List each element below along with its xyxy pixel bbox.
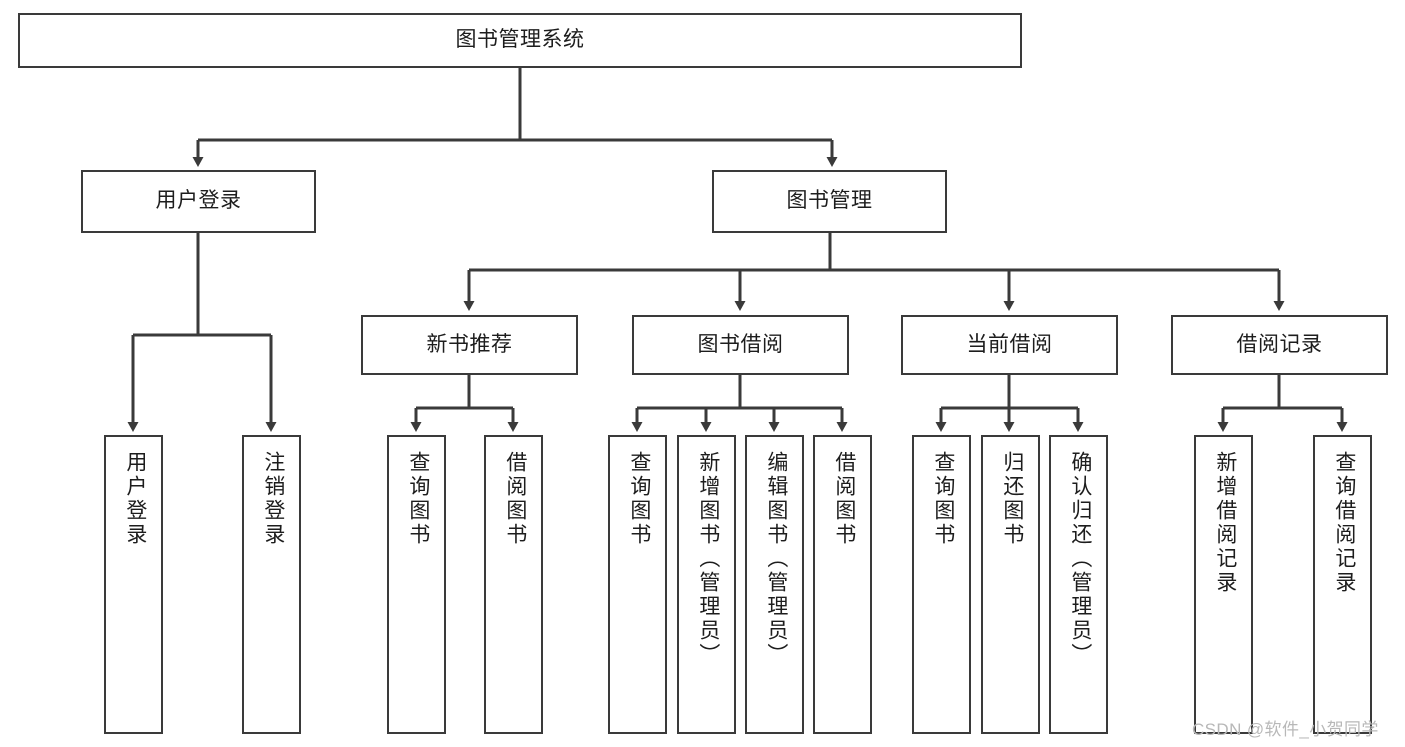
node-label: 新增借阅记录 (1213, 451, 1237, 595)
node-user-login[interactable]: 用户登录 (81, 170, 316, 233)
node-label: 借阅图书 (503, 451, 527, 547)
node-label: 查询图书 (406, 451, 430, 547)
node-current-borrow[interactable]: 当前借阅 (901, 315, 1118, 375)
leaf-current-borrow-query-book[interactable]: 查询图书 (912, 435, 971, 734)
node-label: 借阅记录 (1236, 332, 1323, 356)
leaf-book-borrow-borrow-book[interactable]: 借阅图书 (813, 435, 872, 734)
leaf-borrow-record-add-record[interactable]: 新增借阅记录 (1194, 435, 1253, 734)
node-label: 用户登录 (155, 189, 242, 213)
node-label: 新增图书（管理员） (696, 451, 720, 667)
node-new-book-recommend[interactable]: 新书推荐 (361, 315, 578, 375)
node-label: 图书管理系统 (455, 28, 585, 52)
node-label: 新书推荐 (426, 332, 513, 356)
node-label: 注销登录 (261, 451, 285, 547)
leaf-user-login-logout[interactable]: 注销登录 (242, 435, 301, 734)
leaf-user-login-login[interactable]: 用户登录 (104, 435, 163, 734)
node-root-book-management-system[interactable]: 图书管理系统 (18, 13, 1022, 68)
leaf-borrow-record-query-record[interactable]: 查询借阅记录 (1313, 435, 1372, 734)
node-borrow-record[interactable]: 借阅记录 (1171, 315, 1388, 375)
node-label: 用户登录 (123, 451, 147, 547)
node-book-borrow[interactable]: 图书借阅 (632, 315, 849, 375)
node-label: 图书借阅 (697, 332, 784, 356)
leaf-current-borrow-confirm-return-admin[interactable]: 确认归还（管理员） (1049, 435, 1108, 734)
node-label: 归还图书 (1000, 451, 1024, 547)
leaf-new-book-borrow-book[interactable]: 借阅图书 (484, 435, 543, 734)
leaf-book-borrow-edit-book-admin[interactable]: 编辑图书（管理员） (745, 435, 804, 734)
node-label: 编辑图书（管理员） (764, 451, 788, 667)
leaf-current-borrow-return-book[interactable]: 归还图书 (981, 435, 1040, 734)
leaf-book-borrow-add-book-admin[interactable]: 新增图书（管理员） (677, 435, 736, 734)
node-label: 查询借阅记录 (1332, 451, 1356, 595)
node-label: 查询图书 (931, 451, 955, 547)
node-label: 图书管理 (786, 189, 873, 213)
node-label: 查询图书 (627, 451, 651, 547)
leaf-new-book-query-book[interactable]: 查询图书 (387, 435, 446, 734)
node-book-management[interactable]: 图书管理 (712, 170, 947, 233)
node-label: 当前借阅 (966, 332, 1053, 356)
leaf-book-borrow-query-book[interactable]: 查询图书 (608, 435, 667, 734)
node-label: 确认归还（管理员） (1068, 451, 1092, 667)
node-label: 借阅图书 (832, 451, 856, 547)
